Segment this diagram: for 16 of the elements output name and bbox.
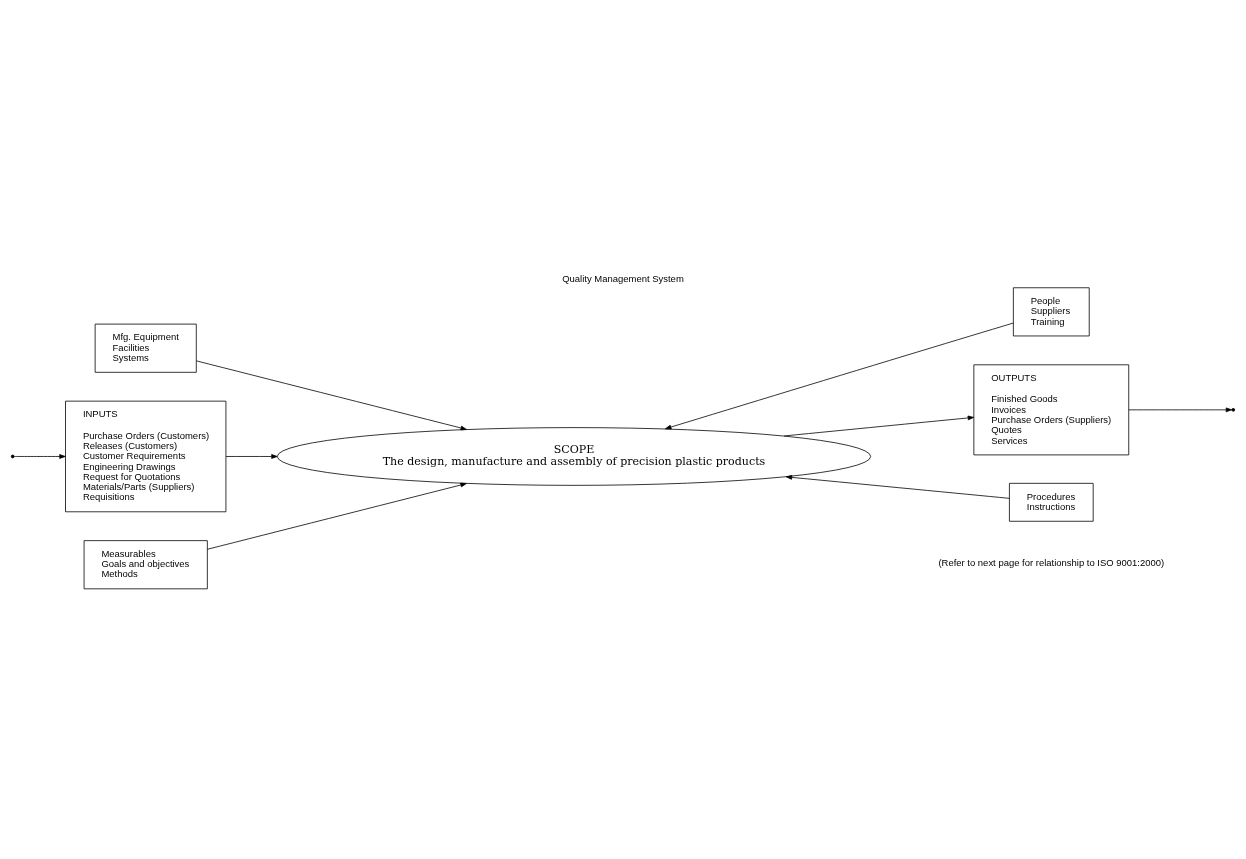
- node-box: Measurables Goals and objectives Methods: [83, 539, 208, 589]
- node-box: OUTPUTS Finished Goods Invoices Purchase Orders (Suppliers) Quotes Services: [973, 363, 1130, 455]
- arrow: [13, 453, 66, 459]
- diagram-title: Quality Management System: [562, 272, 684, 284]
- node-box: Mfg. Equipment Facilities Systems: [94, 323, 197, 373]
- node-box: INPUTS Purchase Orders (Customers) Releases (Customers) Customer Requirements Engineering Drawings Request for Quotations Materials/Parts (Suppliers) Requisitions: [65, 400, 227, 512]
- arrow: [665, 322, 1014, 429]
- arrow: [785, 474, 1010, 499]
- arrow: [783, 415, 975, 436]
- arrow: [1128, 407, 1233, 412]
- node-box: Procedures Instructions: [1009, 482, 1094, 522]
- arrow: [225, 453, 278, 459]
- arrow: [207, 482, 467, 550]
- arrow: [196, 360, 467, 430]
- node-box: People Suppliers Training: [1012, 286, 1090, 336]
- caption: (Refer to next page for relationship to ISO 9001:2000): [938, 556, 1165, 568]
